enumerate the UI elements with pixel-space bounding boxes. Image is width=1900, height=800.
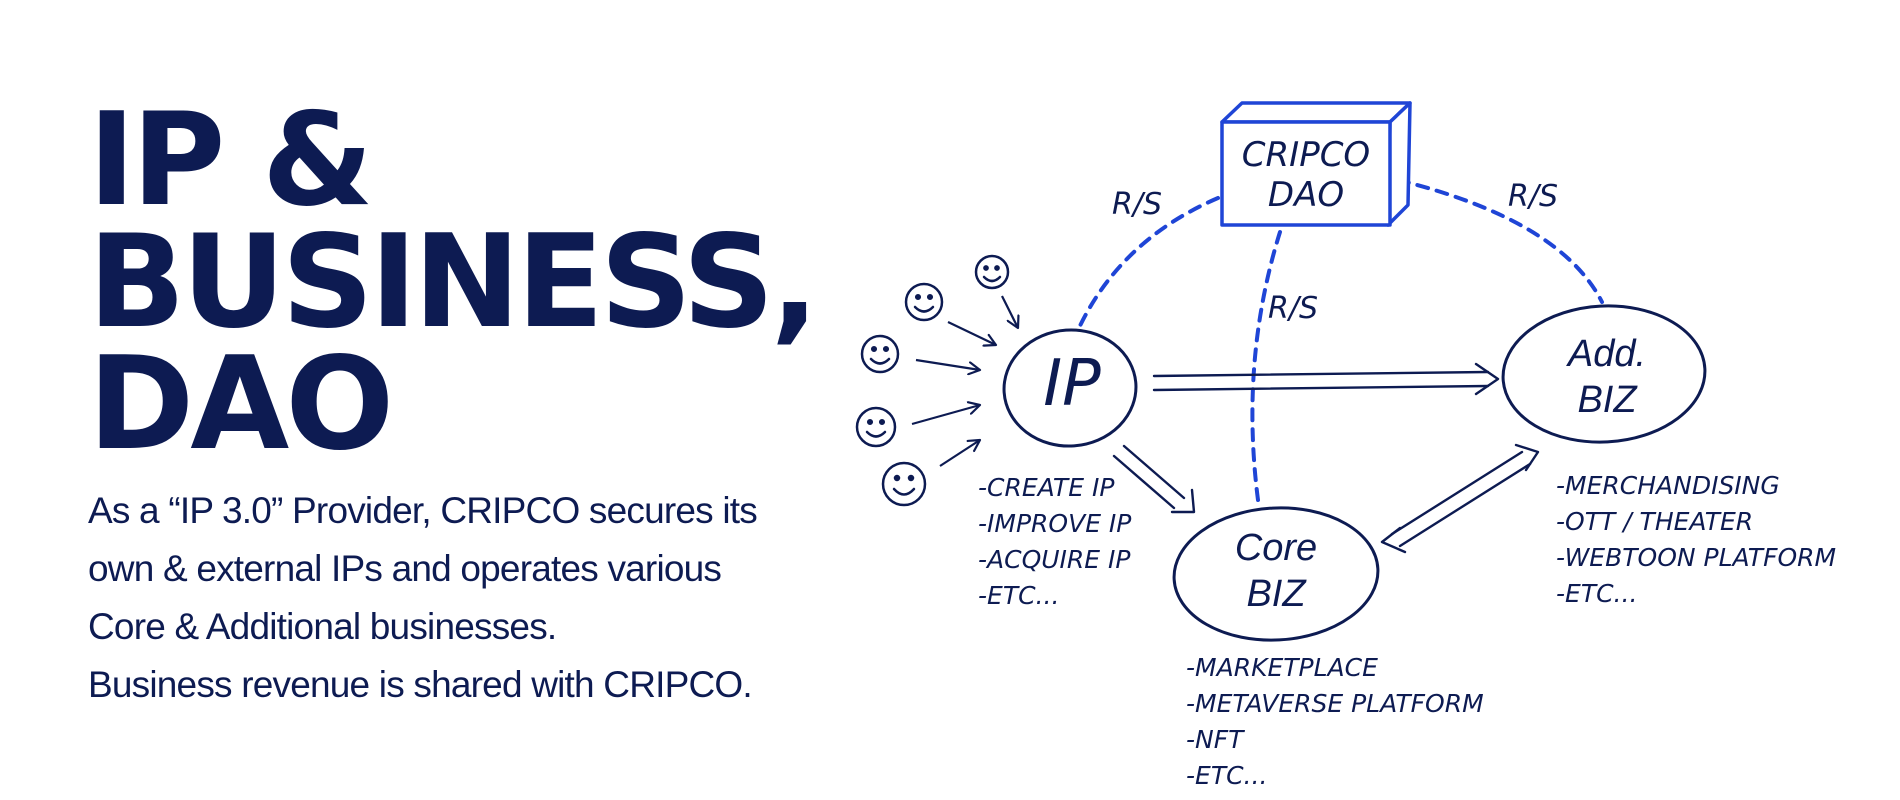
dao-label-line-1: CRIPCO: [1242, 135, 1370, 175]
core-add-biz-double-arrow: [1380, 443, 1540, 554]
add-biz-label-line-2: BIZ: [1577, 379, 1638, 421]
ip-list-item: -ETC...: [978, 581, 1059, 610]
smiley-arrow: [915, 358, 980, 370]
rs-connector-core: [1250, 230, 1282, 502]
ip-list-item: -IMPROVE IP: [978, 509, 1132, 538]
description-line-4: Business revenue is shared with CRIPCO.: [88, 664, 753, 705]
add-list-item: -OTT / THEATER: [1556, 507, 1753, 536]
page-title: IP & BUSINESS, DAO: [88, 86, 848, 479]
add-list-item: -MERCHANDISING: [1556, 471, 1780, 500]
core-list-item: -MARKETPLACE: [1186, 653, 1378, 682]
core-biz-label-line-2: BIZ: [1246, 573, 1307, 615]
add-biz-node: [1501, 304, 1707, 444]
dao-label-line-2: DAO: [1268, 175, 1344, 215]
smiley-face-icon: [974, 254, 1010, 290]
rs-label-right: R/S: [1508, 179, 1558, 214]
core-list-item: -METAVERSE PLATFORM: [1186, 689, 1484, 718]
ip-node-label: IP: [1043, 347, 1101, 421]
smiley-face-icon: [860, 334, 900, 374]
smiley-arrow: [939, 440, 980, 467]
title-line-3: DAO: [88, 330, 394, 479]
ip-list-item: -CREATE IP: [978, 473, 1115, 502]
smiley-arrow: [947, 321, 996, 345]
core-biz-label-line-1: Core: [1235, 527, 1317, 569]
add-biz-label-line-1: Add.: [1566, 333, 1646, 375]
smiley-face-icon: [881, 461, 927, 507]
ip-to-core-biz-arrow: [1112, 444, 1196, 514]
title-line-2: BUSINESS,: [88, 208, 819, 357]
description-line-3: Core & Additional businesses.: [88, 606, 557, 647]
core-biz-node: [1172, 506, 1380, 642]
description: As a “IP 3.0” Provider, CRIPCO secures i…: [88, 482, 848, 714]
description-line-2: own & external IPs and operates various: [88, 548, 722, 589]
cripco-dao-box: [1220, 101, 1412, 227]
rs-label-left: R/S: [1112, 187, 1162, 222]
core-list-item: -ETC...: [1186, 761, 1267, 790]
ip-to-add-biz-arrow: [1152, 362, 1500, 396]
ip-node: [1002, 328, 1138, 448]
add-list-item: -ETC...: [1556, 579, 1637, 608]
rs-connector-add: [1396, 178, 1604, 304]
smiley-face-icon: [855, 406, 897, 448]
description-line-1: As a “IP 3.0” Provider, CRIPCO secures i…: [88, 490, 758, 531]
rs-label-middle: R/S: [1268, 291, 1318, 326]
core-list-item: -NFT: [1186, 725, 1245, 754]
smiley-arrow: [1001, 295, 1018, 328]
smiley-face-icon: [904, 282, 944, 322]
intro-section: IP & BUSINESS, DAO As a “IP 3.0” Provide…: [88, 86, 848, 714]
ip-list-item: -ACQUIRE IP: [978, 545, 1131, 574]
title-line-1: IP &: [88, 86, 374, 235]
add-list-item: -WEBTOON PLATFORM: [1556, 543, 1836, 572]
smiley-arrow: [911, 405, 980, 426]
rs-connector-ip: [1076, 196, 1220, 332]
